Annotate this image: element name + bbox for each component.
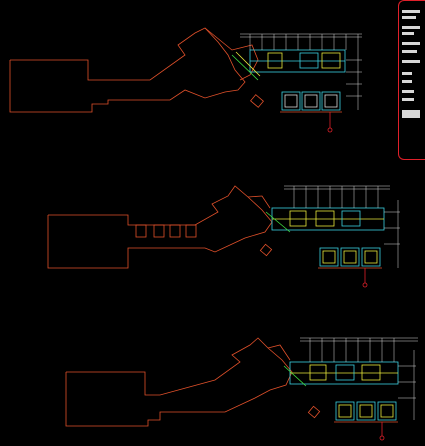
title-block-line bbox=[402, 32, 414, 35]
plan-3-grid bbox=[300, 337, 418, 420]
title-block-line bbox=[402, 98, 414, 101]
title-block-line bbox=[402, 90, 414, 93]
title-block-line bbox=[402, 50, 417, 53]
plan-3-units bbox=[334, 401, 398, 423]
plan-1-units bbox=[280, 91, 342, 113]
floor-plan-3 bbox=[65, 337, 418, 441]
plan-1-outline bbox=[9, 27, 246, 113]
floor-plan-2 bbox=[47, 185, 400, 288]
plan-2-grid bbox=[284, 185, 400, 268]
title-block-line bbox=[402, 72, 412, 75]
title-block-line bbox=[402, 42, 420, 45]
plan-2-outline bbox=[47, 185, 273, 269]
plan-1-wing bbox=[204, 27, 259, 81]
title-block-line bbox=[402, 16, 416, 19]
title-block-line bbox=[402, 110, 420, 118]
title-block-line bbox=[402, 26, 420, 29]
title-block-line bbox=[402, 60, 420, 63]
title-block-line bbox=[402, 10, 420, 13]
floor-plan-1 bbox=[9, 27, 362, 133]
plan-2-units bbox=[318, 247, 382, 269]
plan-1-small-room bbox=[250, 94, 264, 108]
plan-1-grid bbox=[240, 33, 362, 110]
plan-3-outline bbox=[65, 337, 293, 427]
plan-2-piers bbox=[135, 224, 197, 238]
drawing-title-block bbox=[398, 0, 425, 160]
title-block-line bbox=[402, 80, 412, 83]
